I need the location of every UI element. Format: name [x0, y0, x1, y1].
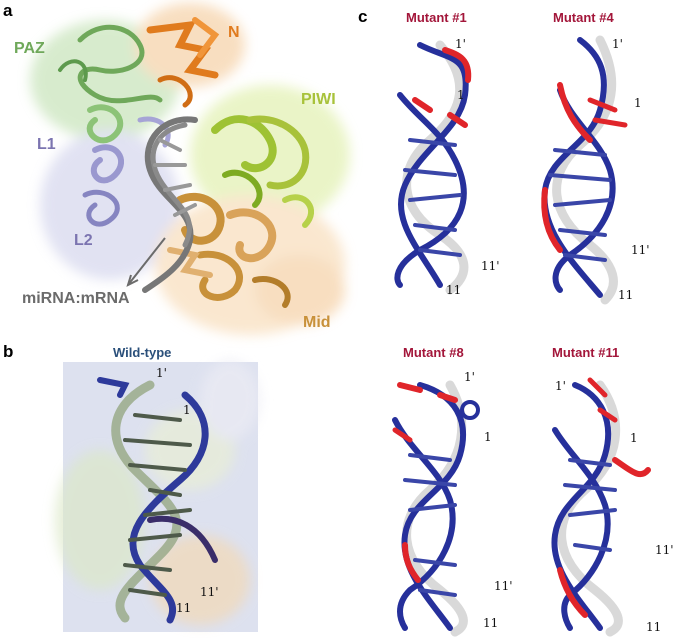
- mutant-1-helix: [394, 40, 472, 295]
- label-piwi: PIWI: [301, 91, 336, 108]
- mutant-4: Mutant #4 1' 1 11' 11: [541, 10, 650, 305]
- mutant-11-label-1: 1: [630, 431, 638, 445]
- mutant-1-label-11: 11: [446, 283, 461, 297]
- wt-label-11-prime: 11': [200, 585, 219, 599]
- mutant-11-helix: [551, 377, 651, 637]
- mutant-8-helix: [392, 380, 480, 637]
- label-paz: PAZ: [14, 40, 45, 57]
- label-l1: L1: [37, 136, 56, 153]
- wt-label-1: 1: [183, 403, 191, 417]
- mutant-8-title: Mutant #8: [403, 345, 464, 360]
- wt-label-1-prime: 1': [156, 366, 167, 380]
- mid-domain-cartoon: [167, 192, 291, 308]
- mutant-4-helix: [541, 35, 628, 305]
- paz-domain-cartoon: [58, 24, 163, 144]
- label-n: N: [228, 24, 240, 41]
- mutant-4-title: Mutant #4: [553, 10, 614, 25]
- mirna-arrow: [126, 237, 166, 287]
- piwi-domain-cartoon: [211, 115, 314, 228]
- mutant-11-title: Mutant #11: [552, 345, 619, 360]
- label-mid: Mid: [303, 314, 331, 331]
- wild-type-helix: [97, 377, 218, 624]
- mutant-1-label-1: 1: [457, 88, 465, 102]
- mutant-8-label-1-prime: 1': [464, 370, 475, 384]
- mirna-mrna-duplex: [142, 116, 198, 293]
- panel-a-letter: a: [3, 1, 13, 20]
- mutant-11: Mutant #11 1' 1 11' 11: [551, 345, 674, 637]
- panel-b-letter: b: [3, 342, 13, 361]
- wt-label-11: 11: [176, 601, 191, 615]
- mutant-8-label-1: 1: [484, 430, 492, 444]
- mutant-11-label-11-prime: 11': [655, 543, 674, 557]
- n-domain-cartoon: [146, 17, 220, 108]
- mutant-4-label-1-prime: 1': [612, 37, 623, 51]
- panel-a: a: [3, 1, 350, 335]
- label-mirna-mrna: miRNA:mRNA: [22, 290, 130, 307]
- mutant-8-label-11: 11: [483, 616, 498, 630]
- panel-c-letter: c: [358, 7, 367, 26]
- mutant-1-title: Mutant #1: [406, 10, 467, 25]
- mutant-8-label-11-prime: 11': [494, 579, 513, 593]
- panel-c: c Mutant #1 1' 1 11' 11 Mutant #4: [358, 7, 674, 637]
- mutant-4-label-11-prime: 11': [631, 243, 650, 257]
- mutant-4-label-11: 11: [618, 288, 633, 302]
- mutant-1-label-11-prime: 11': [481, 259, 500, 273]
- mutant-1-label-1-prime: 1': [455, 37, 466, 51]
- mutant-11-label-1-prime: 1': [555, 379, 566, 393]
- mutant-1: Mutant #1 1' 1 11' 11: [394, 10, 500, 297]
- mutant-8: Mutant #8 1' 1 11' 11: [392, 345, 513, 637]
- label-l2: L2: [74, 232, 93, 249]
- panel-b: b Wild-type 1' 1 11' 11: [3, 342, 260, 632]
- mutant-4-label-1: 1: [634, 96, 642, 110]
- mutant-11-label-11: 11: [646, 620, 661, 634]
- panel-b-title: Wild-type: [113, 345, 171, 360]
